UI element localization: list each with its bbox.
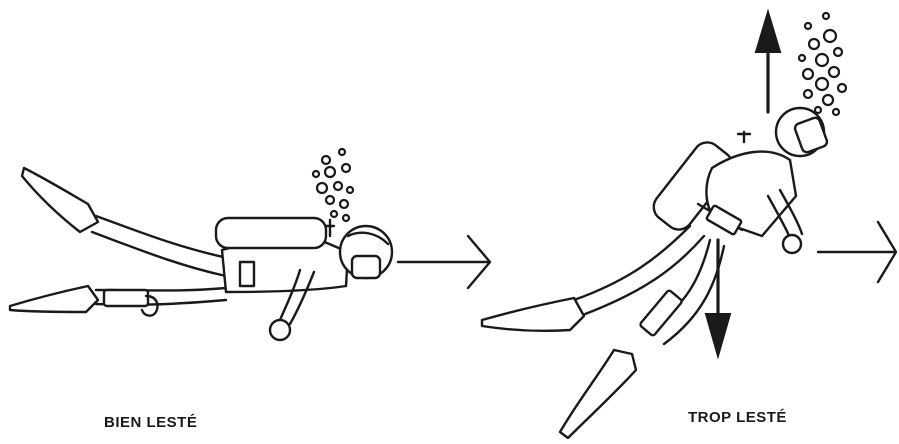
diver-well-weighted xyxy=(10,149,392,340)
force-arrow-up xyxy=(756,12,780,112)
upper-fin xyxy=(22,168,98,232)
lower-fin xyxy=(560,350,636,438)
bubbles-left xyxy=(313,149,353,221)
diver-overweighted xyxy=(482,12,846,438)
force-arrow-down xyxy=(706,240,730,356)
bubbles-right xyxy=(799,13,846,115)
tank-valve xyxy=(738,132,750,142)
hand xyxy=(270,320,290,340)
upper-fin xyxy=(482,298,584,331)
hand xyxy=(783,235,801,253)
caption-overweighted: TROP LESTÉ xyxy=(688,409,787,426)
leg-knife xyxy=(639,290,682,337)
caption-well-weighted: BIEN LESTÉ xyxy=(104,414,197,431)
direction-arrow-1 xyxy=(398,236,490,288)
upper-leg xyxy=(92,216,228,276)
leg-knife xyxy=(104,290,148,306)
air-tank xyxy=(216,218,326,248)
mask xyxy=(352,256,380,278)
lower-fin xyxy=(10,286,98,312)
weight-belt xyxy=(240,262,254,286)
upper-leg xyxy=(574,226,704,316)
direction-arrow-2 xyxy=(818,222,896,282)
